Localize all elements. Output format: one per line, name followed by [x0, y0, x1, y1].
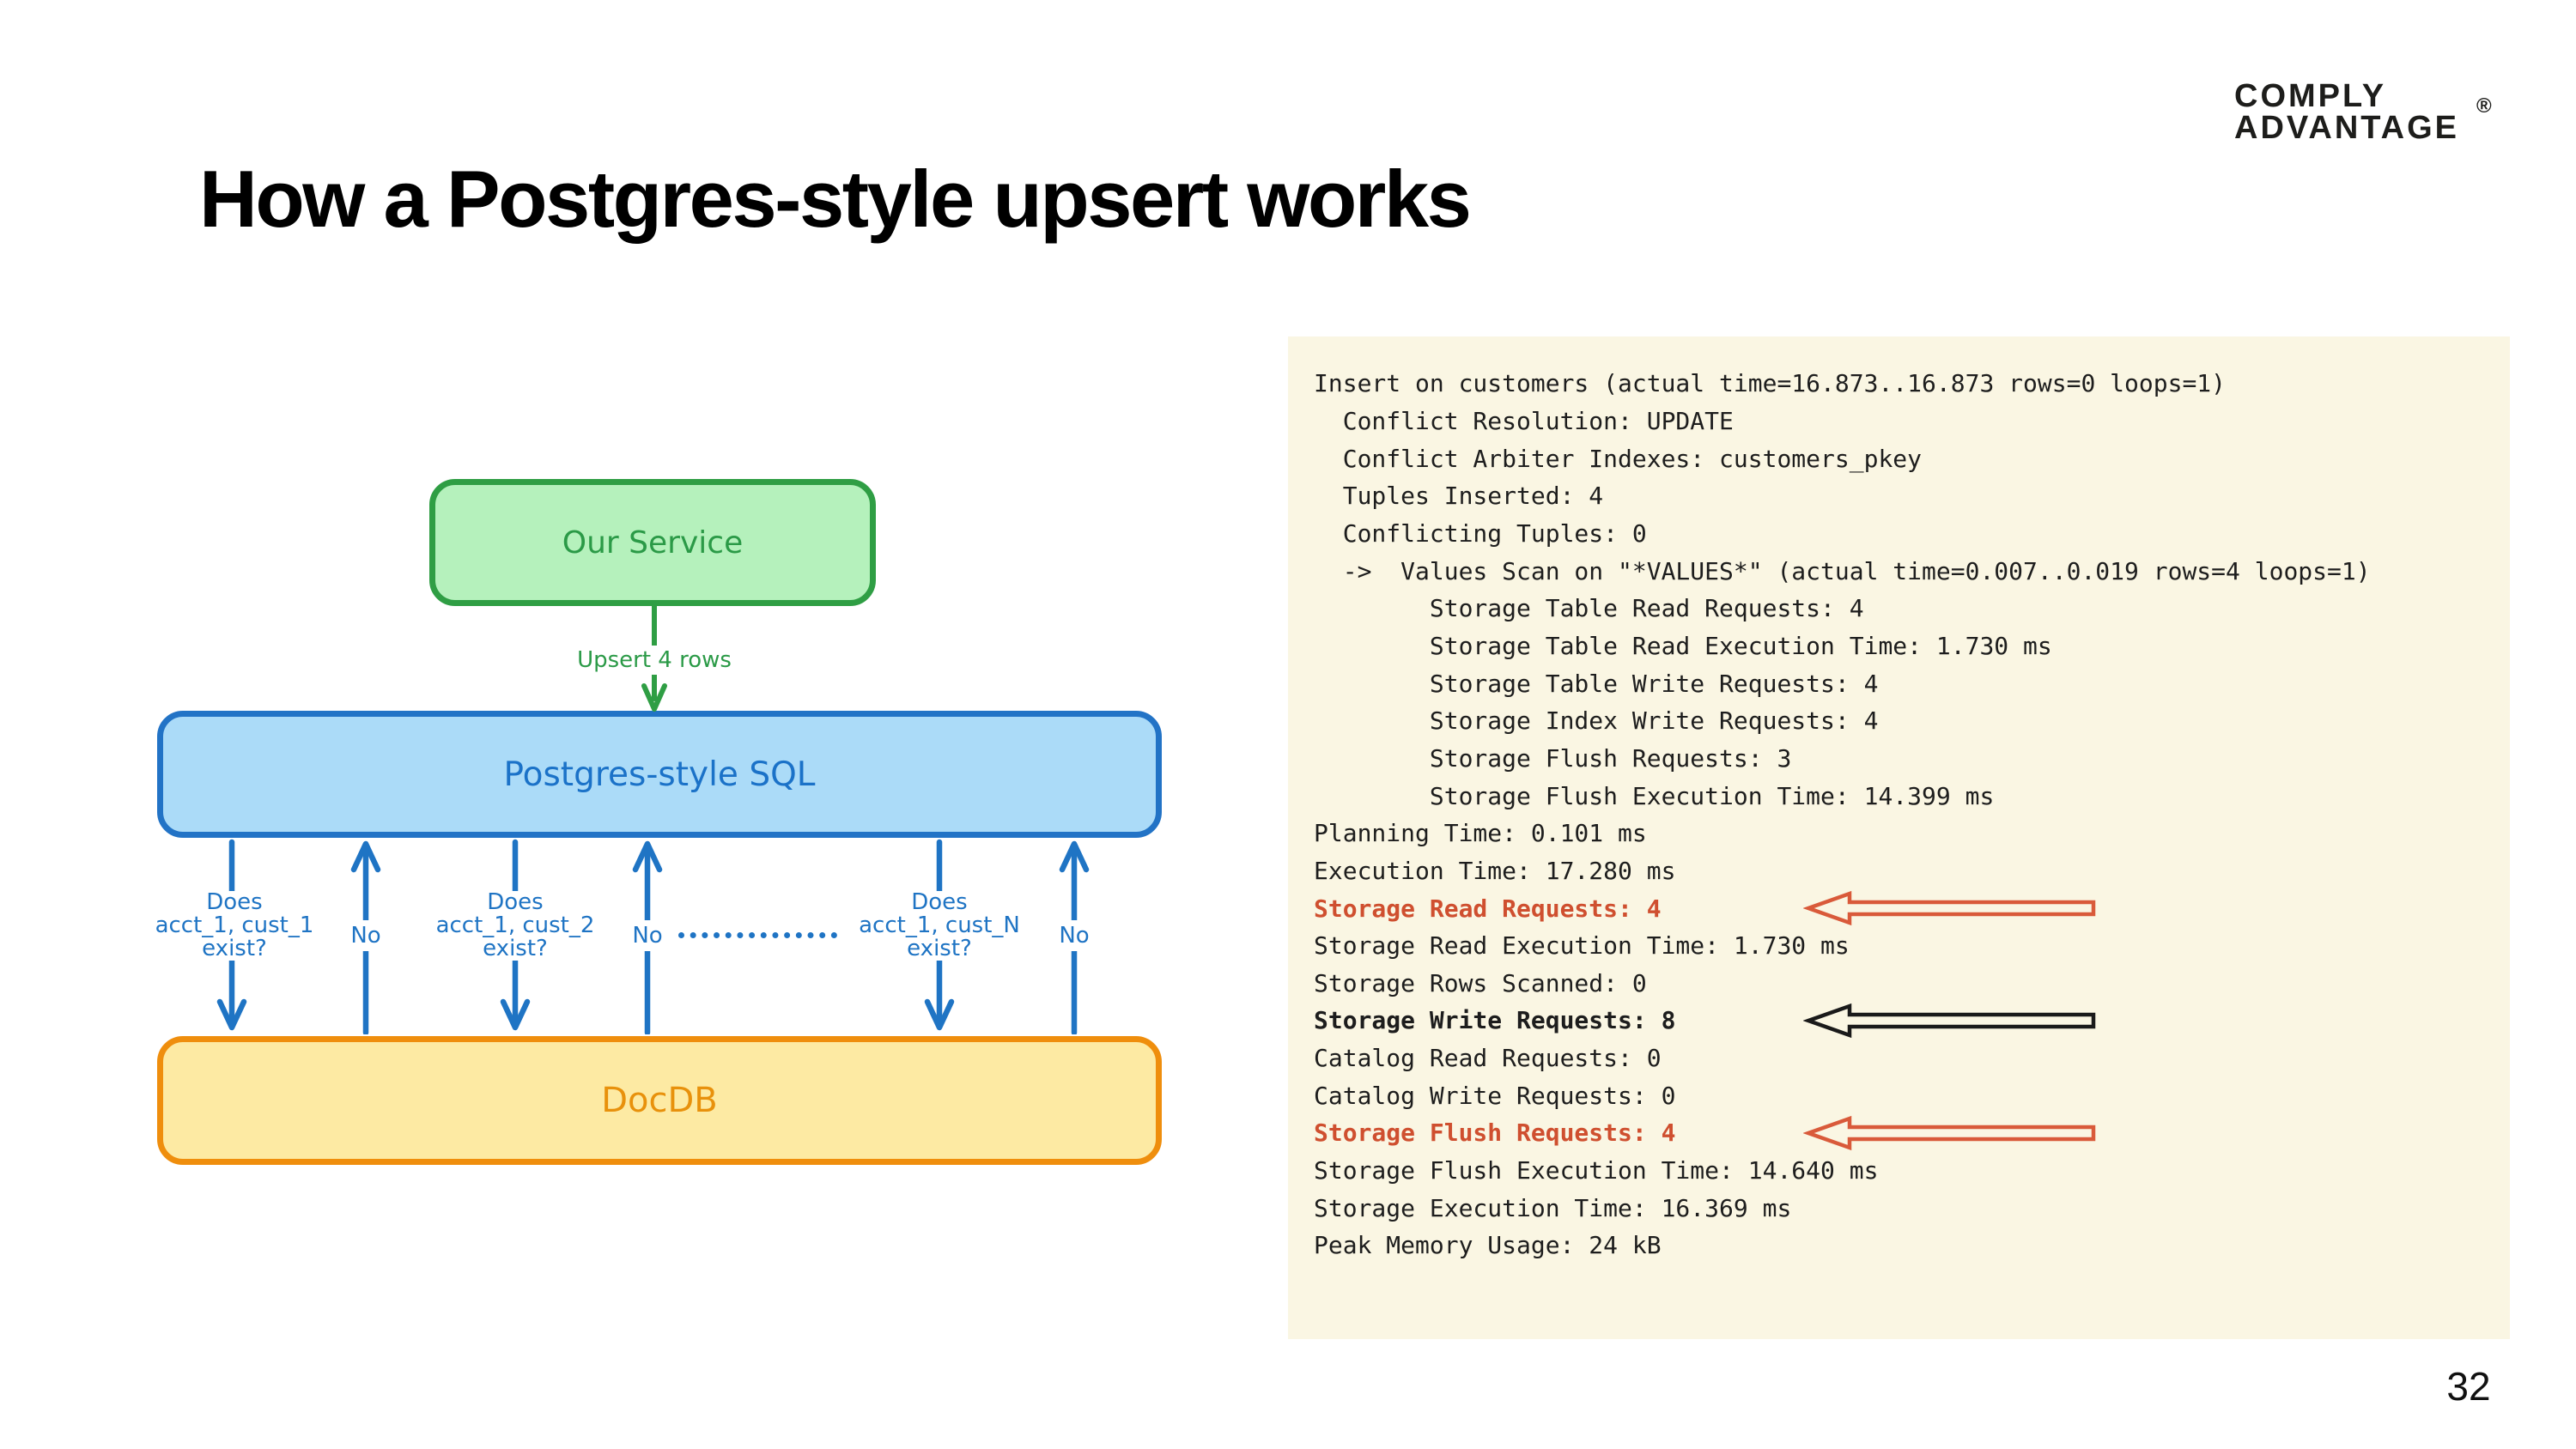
explain-line-text: Storage Read Requests: 4	[1314, 894, 1662, 923]
explain-line: Storage Read Requests: 4	[1314, 889, 2510, 927]
explain-line: Storage Table Read Execution Time: 1.730…	[1314, 627, 2510, 665]
explain-line: Storage Table Read Requests: 4	[1314, 590, 2510, 627]
explain-line: Tuples Inserted: 4	[1314, 477, 2510, 515]
explain-line: Storage Rows Scanned: 0	[1314, 965, 2510, 1003]
highlight-left-arrow-icon	[1802, 1114, 2099, 1152]
node-our-service: Our Service	[429, 479, 876, 606]
explain-line-text: Storage Flush Execution Time: 14.399 ms	[1314, 781, 1995, 810]
explain-line: Storage Read Execution Time: 1.730 ms	[1314, 927, 2510, 965]
node-postgres-style-sql: Postgres-style SQL	[157, 711, 1162, 838]
no-label-2: No	[617, 920, 677, 951]
explain-line-text: Peak Memory Usage: 24 kB	[1314, 1231, 1662, 1260]
explain-line-text: Tuples Inserted: 4	[1314, 482, 1604, 511]
node-docdb: DocDB	[157, 1036, 1162, 1165]
explain-line: Storage Execution Time: 16.369 ms	[1314, 1189, 2510, 1227]
explain-line: Insert on customers (actual time=16.873.…	[1314, 365, 2510, 403]
explain-line-text: Conflict Resolution: UPDATE	[1314, 406, 1734, 435]
explain-line: Storage Flush Execution Time: 14.640 ms	[1314, 1152, 2510, 1190]
query-label-1: Does acct_1, cust_1 exist?	[140, 891, 329, 961]
page-number: 32	[2446, 1364, 2491, 1409]
logo-line-advantage: ADVANTAGE	[2234, 110, 2460, 146]
explain-line-text: Storage Table Read Execution Time: 1.730…	[1314, 631, 2052, 660]
explain-line: Peak Memory Usage: 24 kB	[1314, 1227, 2510, 1264]
explain-line-text: Storage Write Requests: 8	[1314, 1006, 1676, 1035]
node-our-service-label: Our Service	[562, 524, 744, 561]
explain-line: Storage Flush Requests: 4	[1314, 1114, 2510, 1152]
explain-line: Planning Time: 0.101 ms	[1314, 815, 2510, 852]
explain-line-text: Insert on customers (actual time=16.873.…	[1314, 369, 2227, 398]
explain-line: Conflict Arbiter Indexes: customers_pkey	[1314, 440, 2510, 477]
explain-line-text: Storage Flush Execution Time: 14.640 ms	[1314, 1156, 1879, 1185]
explain-line: -> Values Scan on "*VALUES*" (actual tim…	[1314, 552, 2510, 590]
highlight-left-arrow-icon	[1802, 1002, 2099, 1040]
query-label-3: Does acct_1, cust_N exist?	[845, 891, 1034, 961]
explain-line-text: Catalog Write Requests: 0	[1314, 1081, 1676, 1110]
explain-line-text: Storage Rows Scanned: 0	[1314, 968, 1647, 997]
registered-trademark-icon: ®	[2476, 94, 2492, 118]
explain-line: Conflict Resolution: UPDATE	[1314, 403, 2510, 440]
query-label-2: Does acct_1, cust_2 exist?	[421, 891, 610, 961]
page-title: How a Postgres-style upsert works	[199, 154, 1472, 244]
ellipsis-dots-icon	[678, 932, 837, 938]
upsert-arrow-label: Upsert 4 rows	[551, 646, 757, 675]
explain-line-text: Storage Index Write Requests: 4	[1314, 706, 1879, 736]
company-logo: COMPLY ADVANTAGE	[2234, 78, 2460, 146]
node-postgres-style-sql-label: Postgres-style SQL	[503, 755, 816, 794]
explain-line: Conflicting Tuples: 0	[1314, 515, 2510, 553]
explain-line: Execution Time: 17.280 ms	[1314, 852, 2510, 890]
explain-line-text: Catalog Read Requests: 0	[1314, 1044, 1662, 1073]
explain-line: Storage Index Write Requests: 4	[1314, 702, 2510, 740]
logo-line-comply: COMPLY	[2234, 78, 2387, 114]
explain-line-text: Planning Time: 0.101 ms	[1314, 819, 1647, 848]
explain-line-text: Storage Execution Time: 16.369 ms	[1314, 1193, 1792, 1222]
explain-line-text: Conflict Arbiter Indexes: customers_pkey	[1314, 444, 1923, 473]
explain-line: Catalog Write Requests: 0	[1314, 1076, 2510, 1114]
explain-line: Storage Table Write Requests: 4	[1314, 664, 2510, 702]
explain-line-text: Execution Time: 17.280 ms	[1314, 856, 1676, 885]
explain-line-text: Conflicting Tuples: 0	[1314, 518, 1647, 548]
explain-output-panel: Insert on customers (actual time=16.873.…	[1288, 336, 2510, 1339]
highlight-left-arrow-icon	[1802, 889, 2099, 927]
explain-line: Catalog Read Requests: 0	[1314, 1040, 2510, 1077]
no-label-3: No	[1044, 920, 1104, 951]
explain-line-text: -> Values Scan on "*VALUES*" (actual tim…	[1314, 556, 2371, 585]
explain-line-text: Storage Flush Requests: 3	[1314, 743, 1792, 773]
explain-line-text: Storage Table Read Requests: 4	[1314, 594, 1864, 623]
explain-line-text: Storage Read Execution Time: 1.730 ms	[1314, 931, 1850, 961]
explain-line-text: Storage Flush Requests: 4	[1314, 1119, 1676, 1148]
explain-line: Storage Flush Requests: 3	[1314, 740, 2510, 778]
node-docdb-label: DocDB	[601, 1081, 718, 1120]
explain-line: Storage Flush Execution Time: 14.399 ms	[1314, 777, 2510, 815]
no-label-1: No	[336, 920, 396, 951]
explain-line-text: Storage Table Write Requests: 4	[1314, 669, 1879, 698]
explain-line: Storage Write Requests: 8	[1314, 1002, 2510, 1040]
